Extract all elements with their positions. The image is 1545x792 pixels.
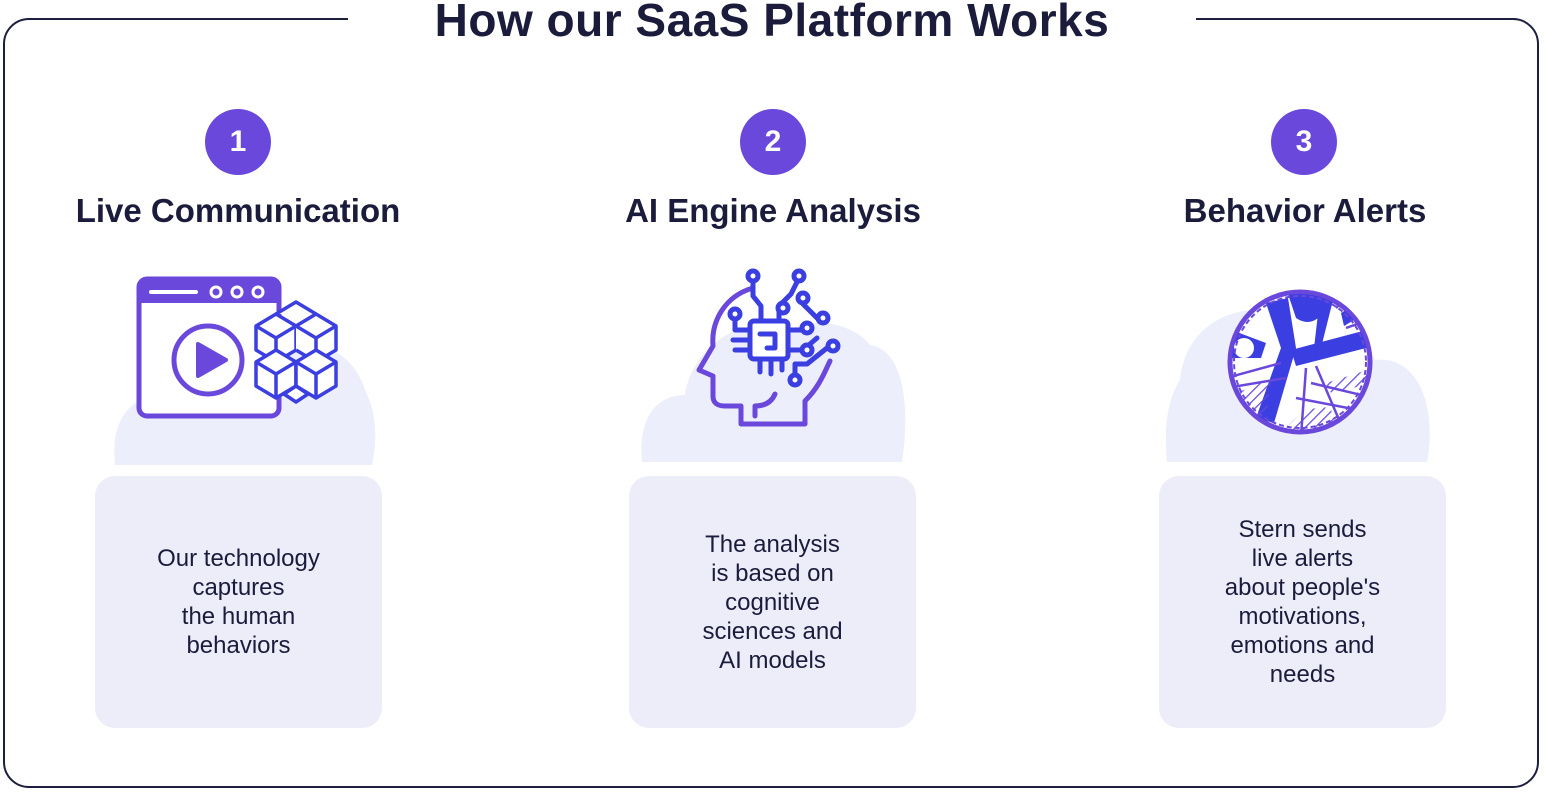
- step-title: Behavior Alerts: [1183, 192, 1427, 229]
- step-title: AI Engine Analysis: [625, 192, 921, 229]
- step-description: The analysis is based on cognitive scien…: [702, 530, 843, 674]
- page-title: How our SaaS Platform Works: [434, 0, 1110, 46]
- step-number: 2: [764, 125, 782, 158]
- step-title: Live Communication: [75, 192, 401, 229]
- step-description-card: Stern sends live alerts about people's m…: [1159, 476, 1446, 728]
- step-number: 3: [1295, 125, 1313, 158]
- title-mask: [348, 0, 1196, 40]
- step-number: 1: [229, 125, 247, 158]
- step-description: Our technology captures the human behavi…: [157, 545, 320, 659]
- ai-head-circuit-icon: [696, 268, 841, 427]
- video-player-blocks-icon: [136, 276, 338, 419]
- abstract-circle-alert-icon: [1227, 289, 1373, 435]
- step-description: Stern sends live alerts about people's m…: [1224, 516, 1381, 688]
- step-number-badge: 3: [1271, 109, 1337, 175]
- step-description-card: Our technology captures the human behavi…: [95, 476, 382, 728]
- step-number-badge: 2: [740, 109, 806, 175]
- step-description-card: The analysis is based on cognitive scien…: [629, 476, 916, 728]
- step-number-badge: 1: [205, 109, 271, 175]
